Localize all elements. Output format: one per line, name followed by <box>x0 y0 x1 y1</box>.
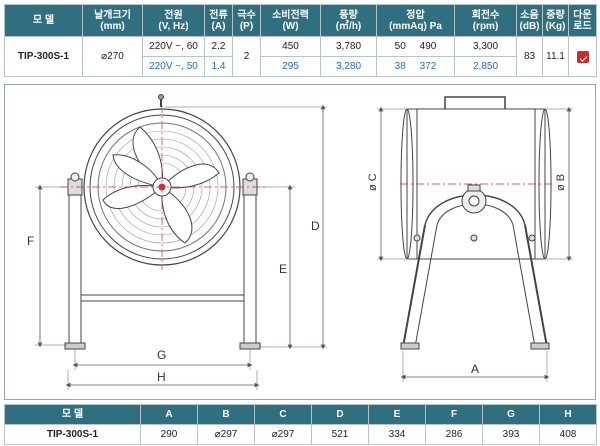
spec-power: 220V ~, 50 <box>142 56 205 77</box>
dim-label-e: E <box>279 262 287 276</box>
dim-label-a: A <box>471 362 479 376</box>
dim-header-g: G <box>482 404 540 425</box>
spec-header-pressure: 정압(mmAq) Pa <box>376 4 455 37</box>
dim-label-d: D <box>311 219 320 233</box>
dim-b: ⌀297 <box>197 424 255 445</box>
dim-d: 521 <box>311 424 369 445</box>
spec-row-60hz: TIP-300S-1 ⌀270 220V ~, 60 2.2 2 450 3,7… <box>4 36 597 77</box>
spec-header-blade: 날개크기(mm) <box>82 4 143 37</box>
dim-label-f: F <box>27 234 34 248</box>
dim-header-f: F <box>425 404 483 425</box>
spec-header-weight: 중량(Kg) <box>542 4 569 37</box>
dim-f: 286 <box>425 424 483 445</box>
dim-header-a: A <box>140 404 198 425</box>
dim-header-h: H <box>539 404 597 425</box>
dim-g: 393 <box>482 424 540 445</box>
spec-header-watt: 소비전력(W) <box>260 4 321 37</box>
spec-header-poles: 극수(P) <box>232 4 261 37</box>
spec-watt: 295 <box>260 56 321 77</box>
spec-header-row: 모 델 날개크기(mm) 전원(V, Hz) 전류(A) 극수(P) 소비전력(… <box>4 4 597 37</box>
spec-header-rpm: 회전수(rpm) <box>454 4 517 37</box>
dim-c: ⌀297 <box>254 424 312 445</box>
drawing-svg: F E D G H <box>27 94 573 390</box>
spec-airflow: 3,280 <box>320 56 377 77</box>
spec-current: 2.2 <box>204 36 233 57</box>
spec-row-50hz: 220V ~, 50 1.4 295 3,280 38 372 2,850 <box>5 56 597 77</box>
spec-noise: 83 <box>516 36 543 77</box>
dim-header-b: B <box>197 404 255 425</box>
download-icon[interactable] <box>576 50 589 63</box>
dim-header-e: E <box>368 404 426 425</box>
spec-watt: 450 <box>260 36 321 57</box>
dim-h: 408 <box>539 424 597 445</box>
spec-blade: ⌀270 <box>82 36 143 77</box>
spec-header-power: 전원(V, Hz) <box>142 4 205 37</box>
front-centerlines <box>60 105 265 270</box>
dim-header-row: 모 델 A B C D E F G H <box>4 404 597 425</box>
spec-header-model: 모 델 <box>4 4 83 37</box>
spec-weight: 11.1 <box>542 36 569 77</box>
dim-header-c: C <box>254 404 312 425</box>
dim-header-d: D <box>311 404 369 425</box>
technical-drawing: F E D G H <box>4 84 596 400</box>
spec-model: TIP-300S-1 <box>4 36 83 77</box>
dim-label-h: H <box>157 370 166 384</box>
dim-label-c: ø C <box>367 173 379 191</box>
spec-airflow: 3,780 <box>320 36 377 57</box>
spec-poles: 2 <box>232 36 261 77</box>
dimension-table: 모 델 A B C D E F G H TIP-300S-1 290 ⌀297 … <box>4 404 597 445</box>
spec-pressure: 38 372 <box>376 56 455 77</box>
side-view <box>400 96 552 350</box>
front-dimensions <box>35 104 327 390</box>
front-view <box>64 94 261 350</box>
spec-rpm: 3,300 <box>454 36 517 57</box>
spec-header-noise: 소음(dB) <box>516 4 543 37</box>
spec-pressure: 50 490 <box>376 36 455 57</box>
spec-current: 1.4 <box>204 56 233 77</box>
spec-header-current: 전류(A) <box>204 4 233 37</box>
dim-label-g: G <box>157 348 166 362</box>
dim-a: 290 <box>140 424 198 445</box>
spec-power: 220V ~, 60 <box>142 36 205 57</box>
dim-e: 334 <box>368 424 426 445</box>
download-cell[interactable] <box>568 36 597 77</box>
spec-header-airflow: 풍량(㎥/h) <box>320 4 377 37</box>
dim-row: TIP-300S-1 290 ⌀297 ⌀297 521 334 286 393… <box>4 424 597 445</box>
side-dimensions <box>377 106 573 382</box>
dim-model: TIP-300S-1 <box>4 424 141 445</box>
dim-label-b: ø B <box>555 174 567 191</box>
spec-rpm: 2,850 <box>454 56 517 77</box>
spec-table: 모 델 날개크기(mm) 전원(V, Hz) 전류(A) 극수(P) 소비전력(… <box>4 4 597 77</box>
dim-header-model: 모 델 <box>4 404 141 425</box>
